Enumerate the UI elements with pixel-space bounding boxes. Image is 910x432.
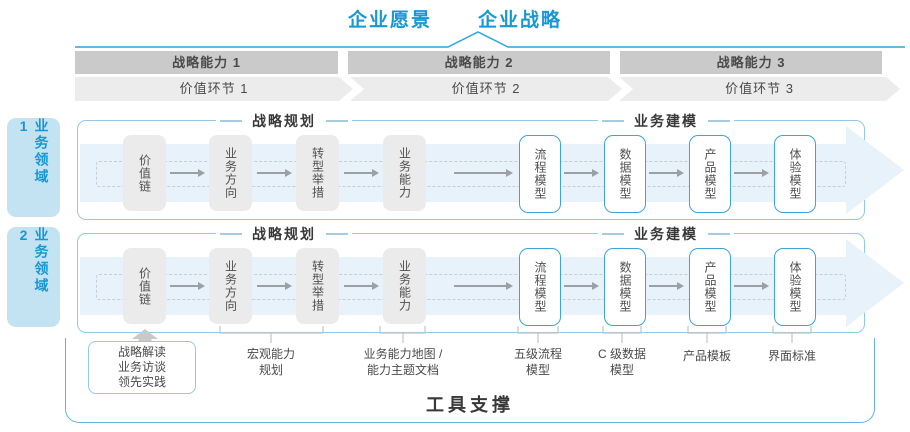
arrow-icon <box>454 282 513 290</box>
capability-bar-3: 战略能力 3 <box>620 51 882 74</box>
node-product-model: 产品模型 <box>689 135 731 213</box>
arrow-icon <box>734 282 769 290</box>
tool-support-container: 工具支撑 <box>65 338 875 423</box>
node-value-chain: 价值链 <box>123 248 166 324</box>
header-rule <box>602 120 624 122</box>
annotation-process-model: 五级流程 模型 <box>513 347 563 377</box>
arrow-icon <box>454 169 513 177</box>
arrow-icon <box>344 169 379 177</box>
arrow-icon <box>257 282 292 290</box>
node-data-model: 数据模型 <box>604 248 646 326</box>
dashed-track <box>96 161 846 187</box>
node-transformation-initiatives: 转型举措 <box>296 248 339 324</box>
node-process-model: 流程模型 <box>519 135 561 213</box>
header-rule <box>708 120 730 122</box>
annotation-interview-box: 战略解读 业务访谈 领先实践 <box>88 341 196 394</box>
domain-tab-label: 业务领域 1 <box>15 118 50 186</box>
node-business-capability: 业务能力 <box>383 248 426 324</box>
page-title: 企业愿景 企业战略 <box>0 5 910 32</box>
value-chain-bar-1: 价值环节 1 <box>75 77 353 101</box>
header-rule <box>326 233 348 235</box>
domain-tab-1: 业务领域 1 <box>7 118 60 217</box>
header-rule <box>220 120 242 122</box>
node-business-direction: 业务方向 <box>209 135 252 211</box>
vision-title: 企业愿景 <box>347 10 432 31</box>
domain-tab-2: 业务领域 2 <box>7 227 60 327</box>
node-experience-model: 体验模型 <box>774 248 816 326</box>
node-experience-model: 体验模型 <box>774 135 816 213</box>
domain-tab-label: 业务领域 2 <box>15 227 50 295</box>
capability-bar-2: 战略能力 2 <box>348 51 610 74</box>
phase-header-strategy-planning: 战略规划 <box>216 111 352 131</box>
strategy-title: 企业战略 <box>478 10 563 31</box>
arrow-icon <box>170 169 205 177</box>
node-transformation-initiatives: 转型举措 <box>296 135 339 211</box>
annotation-product-template: 产品模板 <box>682 349 732 363</box>
caret-line <box>75 31 905 48</box>
node-business-direction: 业务方向 <box>209 248 252 324</box>
annotation-macro-capability: 宏观能力 规划 <box>246 347 296 377</box>
value-chain-bar-3: 价值环节 3 <box>619 77 900 101</box>
annotation-data-model: C 级数据 模型 <box>597 347 647 377</box>
flow-band-arrowhead-icon <box>846 126 904 214</box>
arrow-icon <box>564 282 599 290</box>
header-rule <box>708 233 730 235</box>
phase-header-business-modeling: 业务建模 <box>598 224 734 244</box>
header-rule <box>602 233 624 235</box>
swimlane-domain-1: 战略规划 业务建模 价值链 业务方向 转型举措 业务能力 流程模型 数据模型 产… <box>77 111 904 220</box>
arrow-icon <box>564 169 599 177</box>
annotation-ui-standard: 界面标准 <box>767 349 817 363</box>
arrow-icon <box>344 282 379 290</box>
node-process-model: 流程模型 <box>519 248 561 326</box>
arrow-icon <box>649 282 684 290</box>
arrow-icon <box>649 169 684 177</box>
flow-band-arrowhead-icon <box>846 239 904 327</box>
node-business-capability: 业务能力 <box>383 135 426 211</box>
swimlane-domain-2: 战略规划 业务建模 价值链 业务方向 转型举措 业务能力 流程模型 数据模型 产… <box>77 224 904 333</box>
node-value-chain: 价值链 <box>123 135 166 211</box>
phase-header-strategy-planning: 战略规划 <box>216 224 352 244</box>
arrow-icon <box>170 282 205 290</box>
node-data-model: 数据模型 <box>604 135 646 213</box>
annotation-capability-map: 业务能力地图 / 能力主题文档 <box>363 347 443 377</box>
node-product-model: 产品模型 <box>689 248 731 326</box>
capability-bar-1: 战略能力 1 <box>75 51 338 74</box>
arrow-icon <box>257 169 292 177</box>
value-chain-bar-2: 价值环节 2 <box>350 77 622 101</box>
phase-header-business-modeling: 业务建模 <box>598 111 734 131</box>
arrow-icon <box>734 169 769 177</box>
tool-support-label: 工具支撑 <box>426 395 514 415</box>
header-rule <box>220 233 242 235</box>
dashed-track <box>96 274 846 300</box>
header-rule <box>326 120 348 122</box>
